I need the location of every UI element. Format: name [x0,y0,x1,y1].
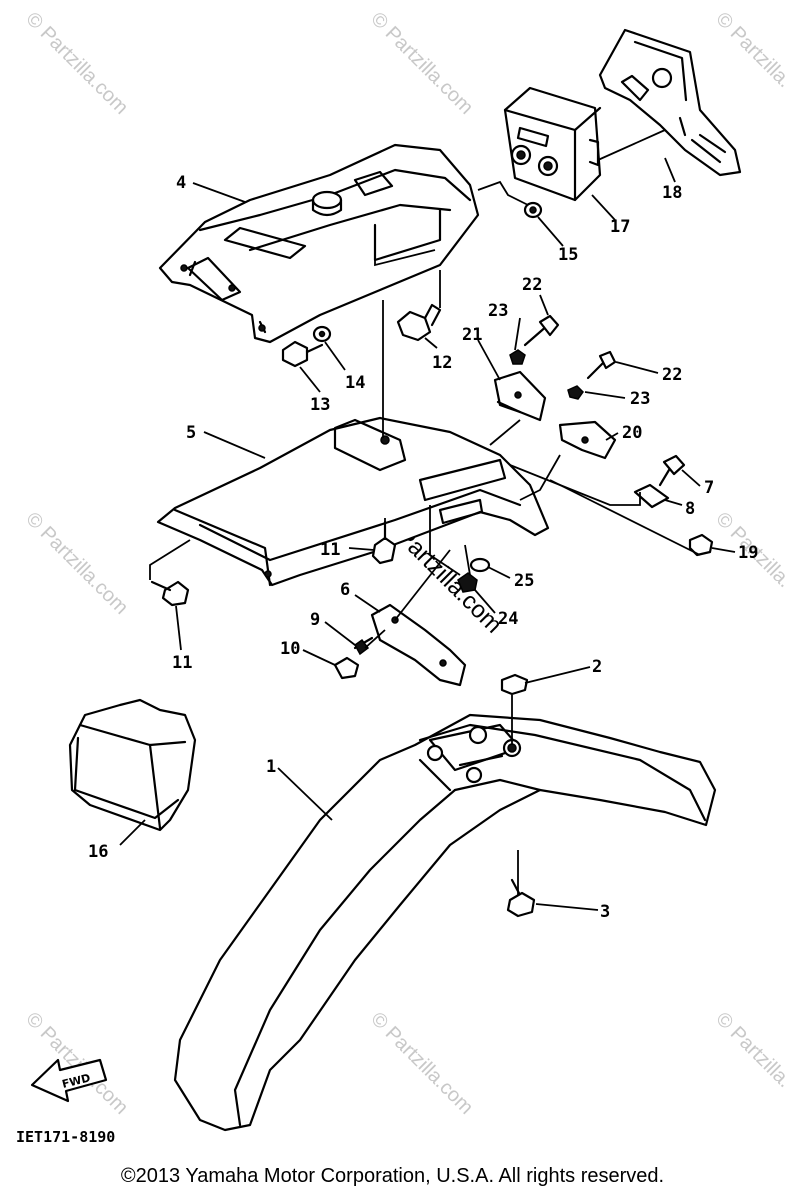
part-20-bracket[interactable] [558,420,617,460]
callout-3: 3 [600,902,610,922]
part-9-screw [354,638,370,656]
watermark: © Partzilla.com [366,1008,477,1119]
callout-14: 14 [345,373,365,393]
part-1-front-fender[interactable] [173,713,717,1132]
part-23-nut [567,385,584,400]
part-17-taillight-box[interactable] [503,86,602,202]
callout-5: 5 [186,423,196,443]
callout-6: 6 [340,580,350,600]
part-18-bracket[interactable] [598,28,742,177]
part-16-pad[interactable] [68,698,197,832]
part-6-bracket[interactable] [370,603,467,687]
callout-7: 7 [704,478,714,498]
part-5-rear-fender[interactable] [156,416,550,587]
watermark: © Partzilla.com [711,8,785,119]
callout-17: 17 [610,217,630,237]
part-13-bolt [281,340,309,368]
callouts: 4 5 1 2 3 6 7 8 9 10 11 11 12 13 14 15 1… [88,173,758,922]
part-22-bolt [538,314,560,337]
fwd-arrow: FWD [30,1058,108,1103]
diagram-code: IET171-8190 [16,1128,115,1146]
callout-10: 10 [280,639,300,659]
callout-18: 18 [662,183,682,203]
watermark: © Partzilla.com [21,8,132,119]
watermark: © Partzilla.com [366,8,477,119]
callout-9: 9 [310,610,320,630]
watermark: © Partzilla.com [711,1008,785,1119]
callout-22-right: 22 [662,365,682,385]
part-23-nut [509,349,526,365]
callout-2: 2 [592,657,602,677]
callout-16: 16 [88,842,108,862]
part-11-bolt [161,580,190,607]
part-7-bolt [662,454,686,476]
part-8-clip [633,483,670,509]
assembly-lines [149,129,701,895]
callout-21: 21 [462,325,482,345]
callout-11-lower: 11 [172,653,192,673]
part-4-rear-cover[interactable] [158,143,480,344]
callout-11-upper: 11 [320,540,340,560]
callout-13: 13 [310,395,330,415]
hardware [150,201,714,918]
part-12-bolt [396,310,432,342]
callout-15: 15 [558,245,578,265]
callout-8: 8 [685,499,695,519]
part-10-nut [333,656,360,680]
callout-4: 4 [176,173,186,193]
watermark: © Partzilla.com [21,1008,132,1119]
part-25-washer [469,557,491,573]
part-24-nut [457,572,478,593]
callout-24: 24 [498,609,518,629]
callout-20: 20 [622,423,642,443]
part-3-bolt [506,891,536,918]
watermark: © Partzilla.com [21,508,132,619]
callout-23-top: 23 [488,301,508,321]
copyright-notice: ©2013 Yamaha Motor Corporation, U.S.A. A… [120,1165,665,1187]
part-21-bracket[interactable] [493,370,547,422]
part-19-grommet [688,533,714,557]
callout-23-right: 23 [630,389,650,409]
callout-19: 19 [738,543,758,563]
part-2-grommet [500,673,529,696]
parts-diagram: © Partzilla.com © Partzilla.com © Partzi… [16,8,785,1146]
callout-leaders [119,157,736,911]
callout-1: 1 [266,757,276,777]
callout-22-top: 22 [522,275,542,295]
callout-25: 25 [514,571,534,591]
watermark: © Partzilla.com [711,508,785,619]
callout-12: 12 [432,353,452,373]
part-22-bolt [598,350,617,370]
